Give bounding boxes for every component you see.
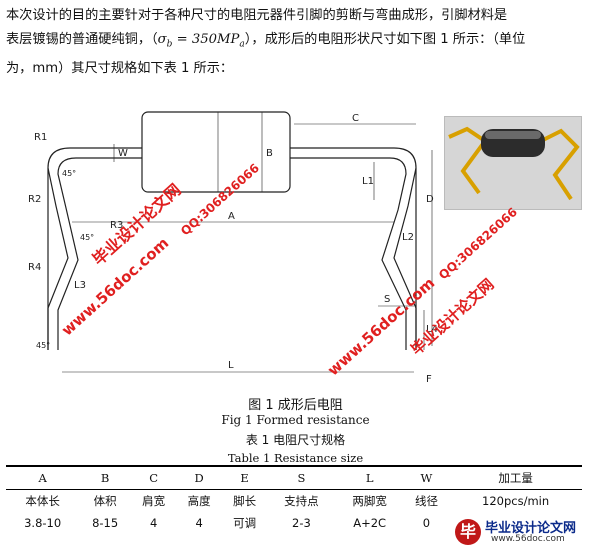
table-header-cell: 加工量	[449, 465, 582, 490]
table-cell: 两脚宽	[352, 494, 387, 508]
resistor-photo-illustration	[445, 117, 581, 209]
label-angle-1: 45°	[62, 169, 76, 178]
site-logo: 毕 毕业设计论文网 www.56doc.com	[455, 517, 589, 547]
watermark-qq-2: QQ:306826066	[436, 204, 520, 283]
table-cell: 4	[195, 516, 203, 530]
intro-paragraph: 本次设计的目的主要针对于各种尺寸的电阻元器件引脚的剪断与弯曲成形，引脚材料是 表…	[6, 4, 586, 81]
logo-name: 毕业设计论文网	[485, 521, 577, 536]
label-l2: L2	[402, 232, 414, 243]
label-r3: R3	[110, 220, 123, 231]
table-header-cell: S	[267, 465, 336, 490]
figure-caption-en: Fig 1 Formed resistance	[221, 413, 370, 427]
table-header-cell: E	[221, 465, 268, 490]
table-cell: A+2C	[353, 516, 387, 530]
table-cell: 120pcs/min	[482, 494, 550, 508]
table-cell: 线径	[414, 494, 438, 508]
label-l: L	[228, 360, 234, 371]
intro-line-2: 表层镀锡的普通硬纯铜，（σb = 350MPa），成形后的电阻形状尺寸如下图 1…	[6, 28, 586, 57]
logo-url: www.56doc.com	[491, 534, 565, 544]
label-angle-3: 45°	[36, 341, 50, 350]
intro-line-2-start: 表层镀锡的普通硬纯铜，（	[6, 32, 158, 47]
table-row: 3.8-10 8-15 4 4 可调 2-3 A+2C 0	[6, 512, 582, 534]
table-row: 本体长 体积 肩宽 高度 脚长 支持点 两脚宽 线径 120pcs/min	[6, 490, 582, 513]
table-caption-cn: 表 1 电阻尺寸规格	[245, 433, 346, 447]
label-f: F	[426, 374, 432, 385]
table-header-cell: B	[79, 465, 131, 490]
figure-caption-cn: 图 1 成形后电阻	[248, 398, 343, 413]
label-r1: R1	[34, 132, 47, 143]
label-b: B	[266, 148, 273, 159]
table-header-cell: L	[335, 465, 404, 490]
table-cell: 肩宽	[142, 494, 166, 508]
label-r2: R2	[28, 194, 41, 205]
table-cell: 0	[422, 516, 431, 530]
right-lead	[290, 147, 417, 350]
table-header-cell: W	[403, 465, 450, 490]
intro-line-1: 本次设计的目的主要针对于各种尺寸的电阻元器件引脚的剪断与弯曲成形，引脚材料是	[6, 8, 508, 23]
intro-line-3: 为，mm）其尺寸规格如下表 1 所示：	[6, 60, 234, 76]
label-c: C	[352, 113, 359, 124]
resistance-size-table: A B C D E S L W 加工量 本体长 体积 肩宽 高度 脚长 支持点 …	[6, 465, 582, 534]
label-w: W	[118, 148, 128, 159]
logo-mark-icon: 毕	[455, 519, 481, 545]
table-cell: 高度	[187, 494, 211, 508]
table-cell: 可调	[233, 516, 257, 530]
label-angle-2: 45°	[80, 233, 94, 242]
table-cell: 脚长	[233, 494, 257, 508]
label-r4: R4	[28, 262, 41, 273]
resistor-photo	[444, 116, 582, 210]
resistor-body	[141, 111, 291, 193]
table-caption-en: Table 1 Resistance size	[227, 451, 364, 465]
table-cell: 2-3	[292, 516, 311, 530]
table-cell: 4	[149, 516, 158, 530]
table-cell: 8-15	[92, 516, 119, 530]
formed-resistor-drawing: R1 R2 R3 R4 W B C A D L1 L2 L3 L4 S L F …	[28, 111, 438, 385]
table-cell: 本体长	[25, 494, 60, 508]
label-s: S	[384, 294, 390, 305]
table-cell: 体积	[93, 494, 117, 508]
table-header-row: A B C D E S L W 加工量	[6, 465, 582, 490]
table-cell: 3.8-10	[24, 516, 62, 530]
stress-formula: σb = 350MPa	[157, 32, 245, 50]
label-l3: L3	[74, 280, 86, 291]
intro-line-2-end: ），成形后的电阻形状尺寸如下图 1 所示：（单位	[244, 32, 526, 47]
label-l1: L1	[362, 176, 374, 187]
table-header-cell: D	[176, 465, 222, 490]
label-d: D	[426, 194, 434, 205]
label-a: A	[228, 211, 235, 222]
table-header-cell: A	[6, 465, 80, 490]
left-lead	[47, 147, 142, 350]
table-header-cell: C	[130, 465, 177, 490]
table-cell: 支持点	[284, 494, 319, 508]
label-l4: L4	[426, 324, 438, 335]
